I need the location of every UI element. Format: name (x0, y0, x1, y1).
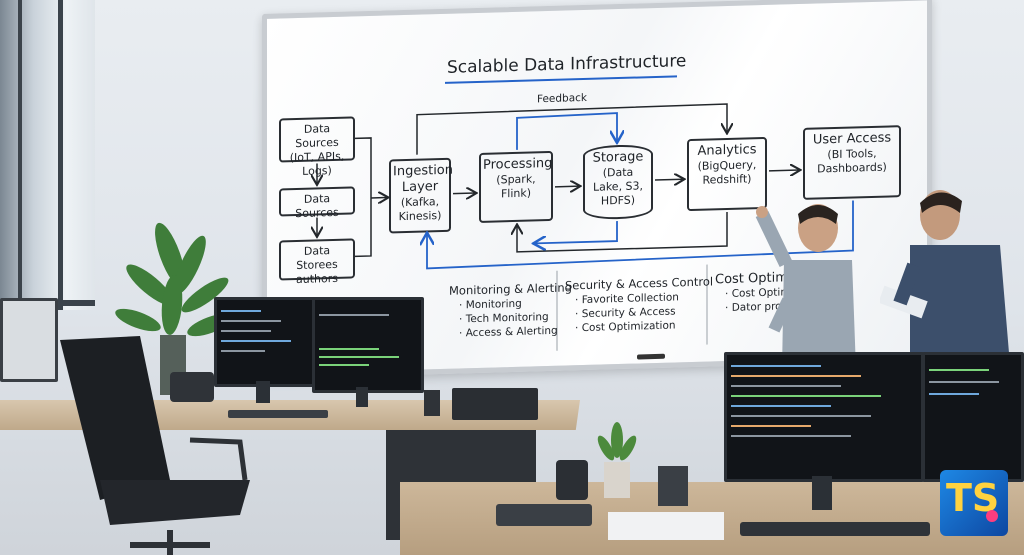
monitor-left (214, 297, 316, 387)
pen-cup (424, 390, 440, 416)
monitor-stand (356, 387, 368, 407)
list-item: Access & Alerting (465, 324, 558, 340)
code-line (319, 348, 379, 350)
window-mullion (58, 0, 63, 310)
code-line (731, 405, 831, 407)
list-item: Cost Optimization (581, 319, 676, 335)
code-line (319, 314, 389, 316)
desk-phone (170, 372, 214, 402)
code-line (929, 369, 989, 371)
code-line (731, 395, 881, 397)
monitor-stand (256, 381, 270, 403)
flow-arrows (267, 103, 854, 351)
monitor-stand (812, 476, 832, 510)
code-line (221, 310, 261, 312)
security-list: Security & Access Control · Favorite Col… (565, 274, 714, 335)
tablet (496, 504, 592, 526)
small-plant (597, 422, 637, 498)
window (0, 0, 95, 310)
side-monitor (0, 298, 58, 382)
list-item: Monitoring (465, 297, 522, 312)
code-line (731, 375, 861, 377)
keyboard (228, 410, 328, 418)
code-line (731, 435, 851, 437)
code-line (221, 340, 291, 342)
pen-cup (658, 466, 688, 506)
code-line (929, 381, 999, 383)
front-keyboard (740, 522, 930, 536)
code-line (221, 350, 265, 352)
notepad (608, 512, 724, 540)
front-monitor-left (724, 352, 924, 482)
code-line (731, 365, 821, 367)
coffee-mug (556, 460, 588, 500)
office-chair (60, 336, 250, 555)
code-line (731, 425, 811, 427)
code-line (731, 385, 841, 387)
window-mullion (18, 0, 22, 310)
code-line (319, 364, 369, 366)
code-line (221, 330, 271, 332)
list-item: Tech Monitoring (465, 310, 549, 326)
code-line (731, 415, 871, 417)
code-line (319, 356, 399, 358)
code-line (221, 320, 281, 322)
person-notes (880, 190, 1010, 365)
monitoring-list: Monitoring & Alerting · Monitoring · Tec… (449, 280, 572, 340)
potted-plant (115, 222, 233, 395)
whiteboard: Scalable Data Infrastructure Feedback Da… (262, 0, 932, 379)
ts-logo: TS (940, 470, 1008, 536)
code-line (929, 393, 979, 395)
network-device (452, 388, 538, 420)
monitor-right (312, 297, 424, 393)
front-monitor-right (922, 352, 1024, 482)
logo-dot (986, 510, 998, 522)
marker-eraser (637, 353, 665, 360)
